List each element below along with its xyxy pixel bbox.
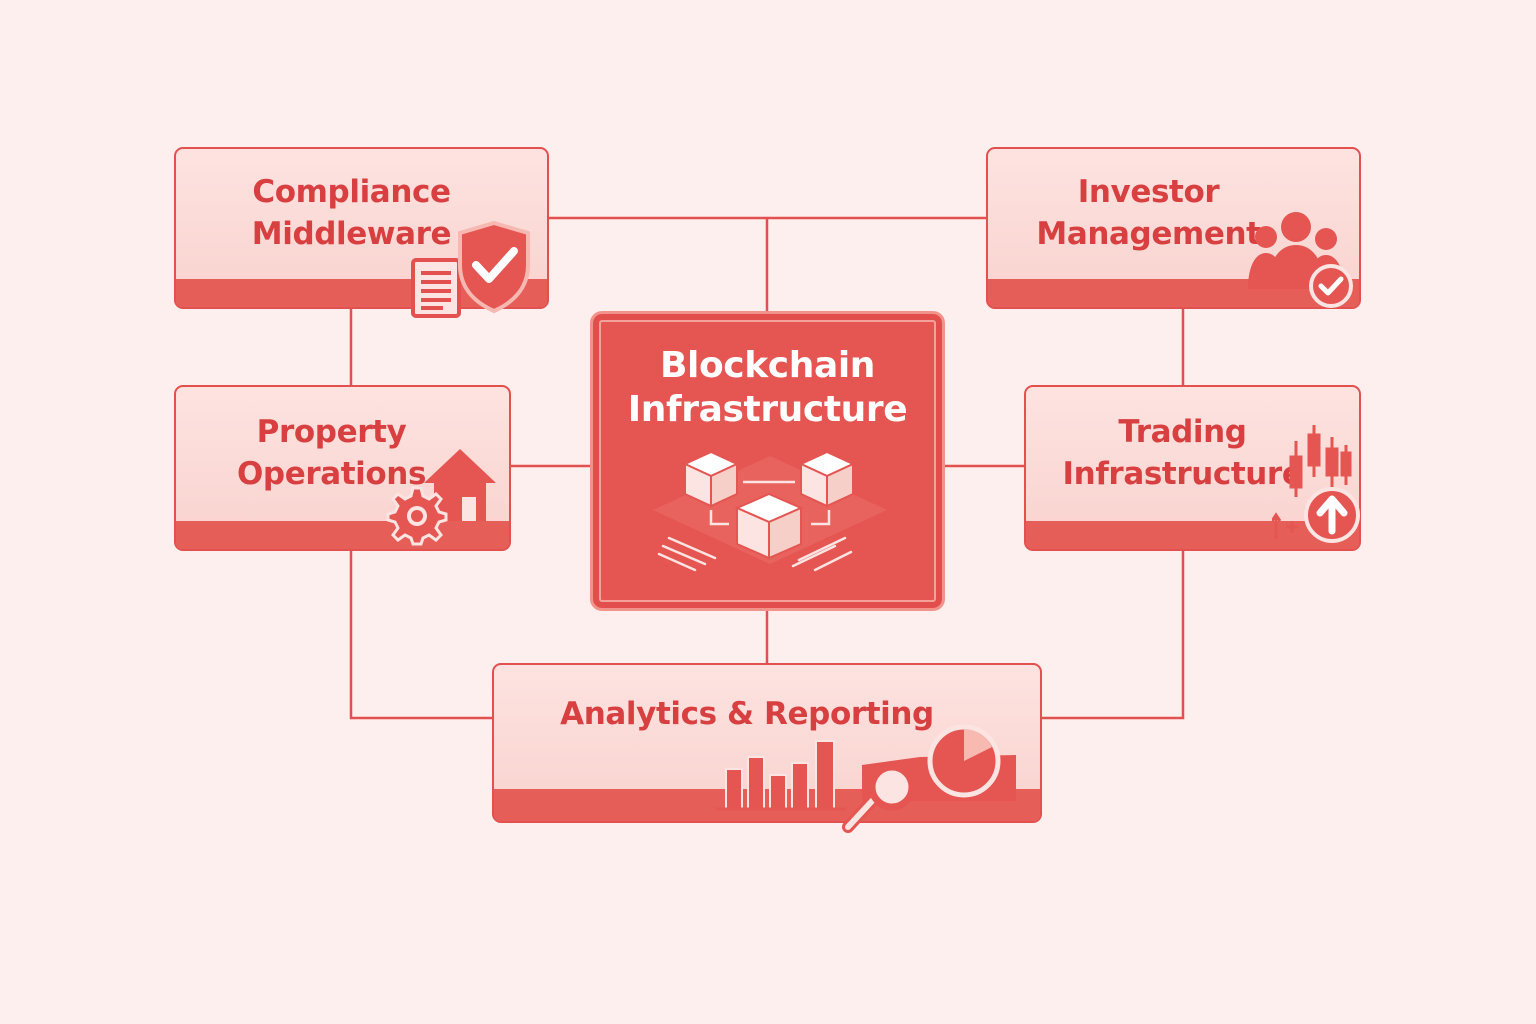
connector-property-analytics xyxy=(349,551,492,720)
magnifier-icon xyxy=(840,761,924,837)
trading-infrastructure-title: Trading Infrastructure xyxy=(1006,411,1359,495)
pie-chart-icon xyxy=(924,721,1004,801)
title-line-1: Compliance xyxy=(252,174,451,210)
card-band xyxy=(176,521,509,549)
blockchain-infrastructure-card: Blockchain Infrastructure xyxy=(590,311,945,611)
title-line-1: Property xyxy=(256,414,407,450)
analytics-reporting-card: Analytics & Reporting xyxy=(492,663,1042,833)
compliance-middleware-card: Compliance Middleware xyxy=(174,147,549,318)
card-band xyxy=(1026,521,1359,549)
title-line-2: Operations xyxy=(236,456,427,492)
property-operations-title: Property Operations xyxy=(154,411,509,495)
arrow-up-circle-icon xyxy=(1272,487,1368,547)
document-icon xyxy=(410,257,464,319)
check-circle-icon xyxy=(1308,263,1354,309)
trading-infrastructure-card: Trading Infrastructure xyxy=(1024,385,1361,551)
compliance-middleware-title: Compliance Middleware xyxy=(156,171,547,255)
analytics-reporting-title: Analytics & Reporting xyxy=(454,693,1040,735)
candlestick-icon xyxy=(1286,421,1352,501)
title-line-2: Infrastructure xyxy=(627,389,908,430)
title-line-1: Investor xyxy=(1077,174,1220,210)
title-line-2: Middleware xyxy=(251,216,452,252)
bar-chart-icon xyxy=(714,737,848,813)
title-line-1: Trading xyxy=(1118,414,1247,450)
title-line-1: Analytics & Reporting xyxy=(560,696,934,732)
blockchain-infrastructure-title: Blockchain Infrastructure xyxy=(593,344,942,432)
title-line-2: Infrastructure xyxy=(1062,456,1303,492)
gear-icon xyxy=(386,485,448,547)
blockchain-cubes-icon xyxy=(645,442,895,592)
title-line-1: Blockchain xyxy=(659,345,876,386)
title-line-2: Management xyxy=(1036,216,1261,252)
house-icon xyxy=(418,443,502,525)
investor-management-card: Investor Management xyxy=(986,147,1361,309)
shield-check-icon xyxy=(454,219,534,315)
connector-trading-analytics xyxy=(1042,551,1185,720)
investor-management-title: Investor Management xyxy=(938,171,1359,255)
property-operations-card: Property Operations xyxy=(174,385,511,551)
